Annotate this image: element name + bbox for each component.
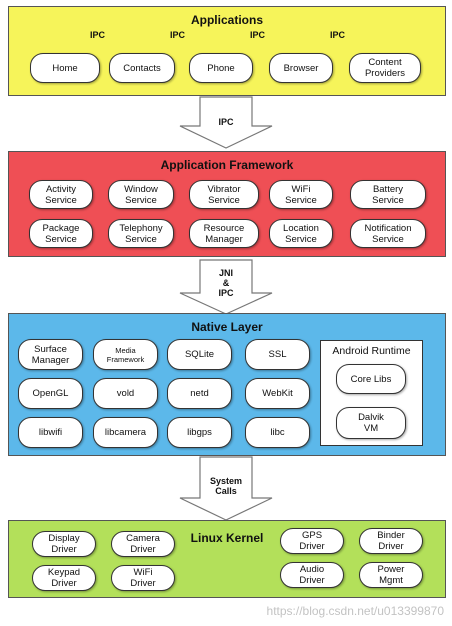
node-sqlite: SQLite — [167, 339, 232, 370]
node-vold: vold — [93, 378, 158, 409]
node-content-providers: Content Providers — [349, 53, 421, 83]
node-home: Home — [30, 53, 100, 83]
ipc-label: IPC — [88, 30, 108, 40]
node-location-service: Location Service — [269, 219, 333, 248]
node-package-service: Package Service — [29, 219, 93, 248]
node-libc: libc — [245, 417, 310, 448]
arrow-system-calls — [179, 456, 273, 521]
node-display-driver: Display Driver — [32, 531, 96, 557]
ipc-label: IPC — [248, 30, 268, 40]
node-notification-service: Notification Service — [350, 219, 426, 248]
node-libcamera: libcamera — [93, 417, 158, 448]
node-resource-manager: Resource Manager — [189, 219, 259, 248]
node-window-service: Window Service — [108, 180, 174, 209]
node-media-framework: Media Framework — [93, 339, 158, 370]
android-runtime-title: Android Runtime — [332, 345, 411, 357]
node-telephony-service: Telephony Service — [108, 219, 174, 248]
ipc-label: IPC — [328, 30, 348, 40]
node-opengl: OpenGL — [18, 378, 83, 409]
node-keypad-driver: Keypad Driver — [32, 565, 96, 591]
node-core-libs: Core Libs — [336, 364, 406, 394]
linux-kernel-title: Linux Kernel — [190, 531, 264, 545]
applications-title: Applications — [190, 13, 263, 27]
arrow-jni-ipc-label: JNI & IPC — [218, 268, 234, 298]
node-wifi-service: WiFi Service — [269, 180, 333, 209]
node-gps-driver: GPS Driver — [280, 528, 344, 554]
node-surface-manager: Surface Manager — [18, 339, 83, 370]
arrow-system-calls-label: System Calls — [209, 476, 243, 496]
node-phone: Phone — [189, 53, 253, 83]
node-netd: netd — [167, 378, 232, 409]
node-wifi-driver: WiFi Driver — [111, 565, 175, 591]
arrow-ipc — [179, 96, 273, 149]
ipc-label: IPC — [168, 30, 188, 40]
node-libwifi: libwifi — [18, 417, 83, 448]
node-battery-service: Battery Service — [350, 180, 426, 209]
node-activity-service: Activity Service — [29, 180, 93, 209]
node-vibrator-service: Vibrator Service — [189, 180, 259, 209]
node-webkit: WebKit — [245, 378, 310, 409]
application-framework-title: Application Framework — [160, 158, 294, 172]
node-audio-driver: Audio Driver — [280, 562, 344, 588]
node-browser: Browser — [269, 53, 333, 83]
node-ssl: SSL — [245, 339, 310, 370]
watermark: https://blog.csdn.net/u013399870 — [266, 604, 444, 618]
node-binder-driver: Binder Driver — [359, 528, 423, 554]
arrow-ipc-label: IPC — [218, 117, 234, 127]
arrow-jni-ipc — [179, 259, 273, 315]
node-camera-driver: Camera Driver — [111, 531, 175, 557]
node-libgps: libgps — [167, 417, 232, 448]
native-layer-title: Native Layer — [191, 320, 263, 334]
node-contacts: Contacts — [109, 53, 175, 83]
node-power-mgmt: Power Mgmt — [359, 562, 423, 588]
node-dalvik-vm: Dalvik VM — [336, 407, 406, 439]
